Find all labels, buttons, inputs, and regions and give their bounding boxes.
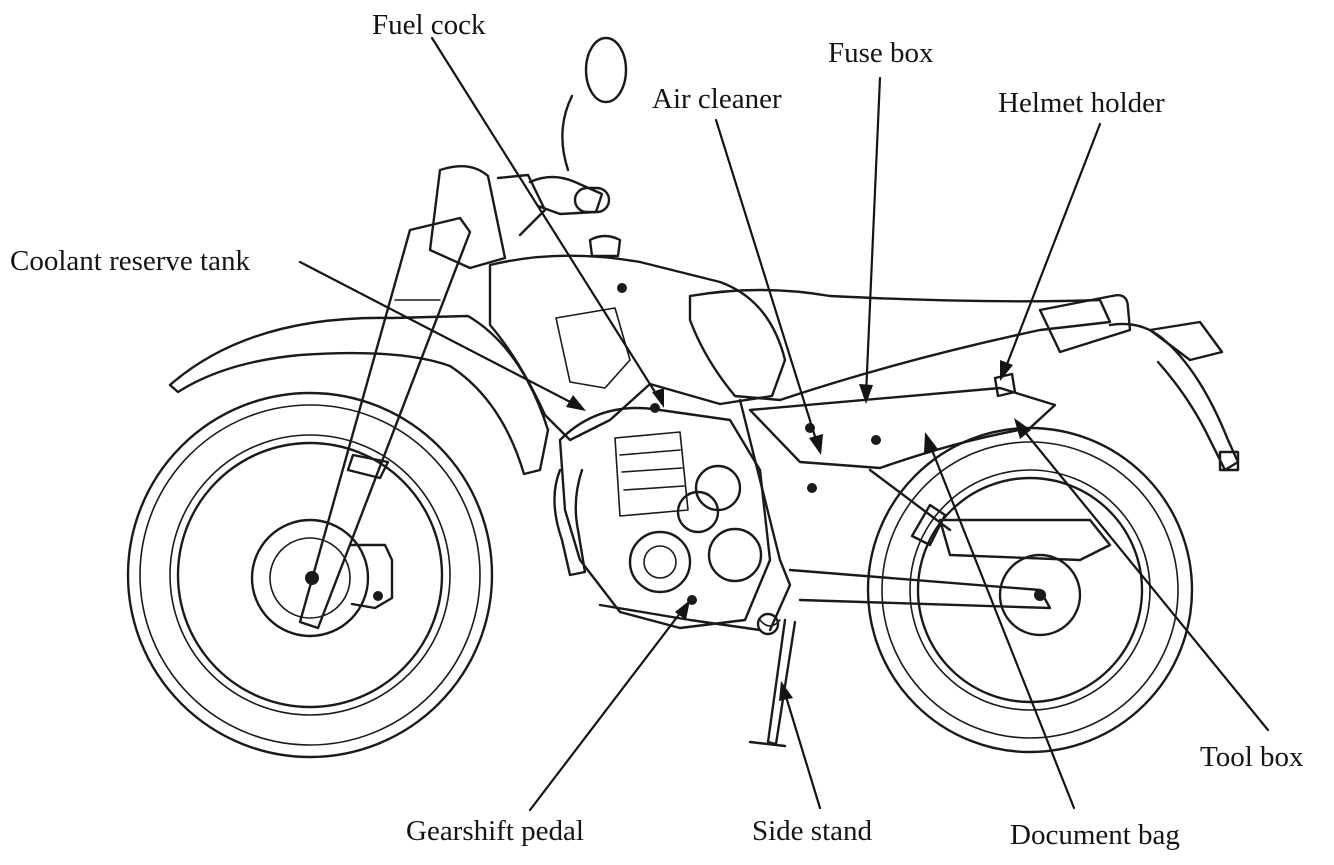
label-tool-box: Tool box — [1200, 741, 1304, 773]
leader-lines — [298, 36, 1270, 812]
label-fuse-box: Fuse box — [828, 37, 934, 69]
front-fork — [298, 36, 628, 630]
label-air-cleaner: Air cleaner — [652, 83, 782, 115]
label-coolant-reserve-tank: Coolant reserve tank — [10, 245, 250, 277]
fuel-tank — [488, 234, 787, 442]
label-side-stand: Side stand — [752, 815, 873, 847]
engine — [553, 403, 772, 632]
label-helmet-holder: Helmet holder — [998, 87, 1165, 119]
frame — [738, 398, 1052, 636]
front-wheel — [126, 391, 494, 759]
side-stand — [748, 618, 797, 748]
label-gearshift-pedal: Gearshift pedal — [406, 815, 584, 847]
label-document-bag: Document bag — [1010, 819, 1180, 851]
seat — [688, 288, 1112, 402]
rear-wheel — [866, 426, 1194, 754]
side-cover — [748, 294, 1240, 493]
front-fender — [168, 314, 550, 476]
label-fuel-cock: Fuel cock — [372, 9, 486, 41]
